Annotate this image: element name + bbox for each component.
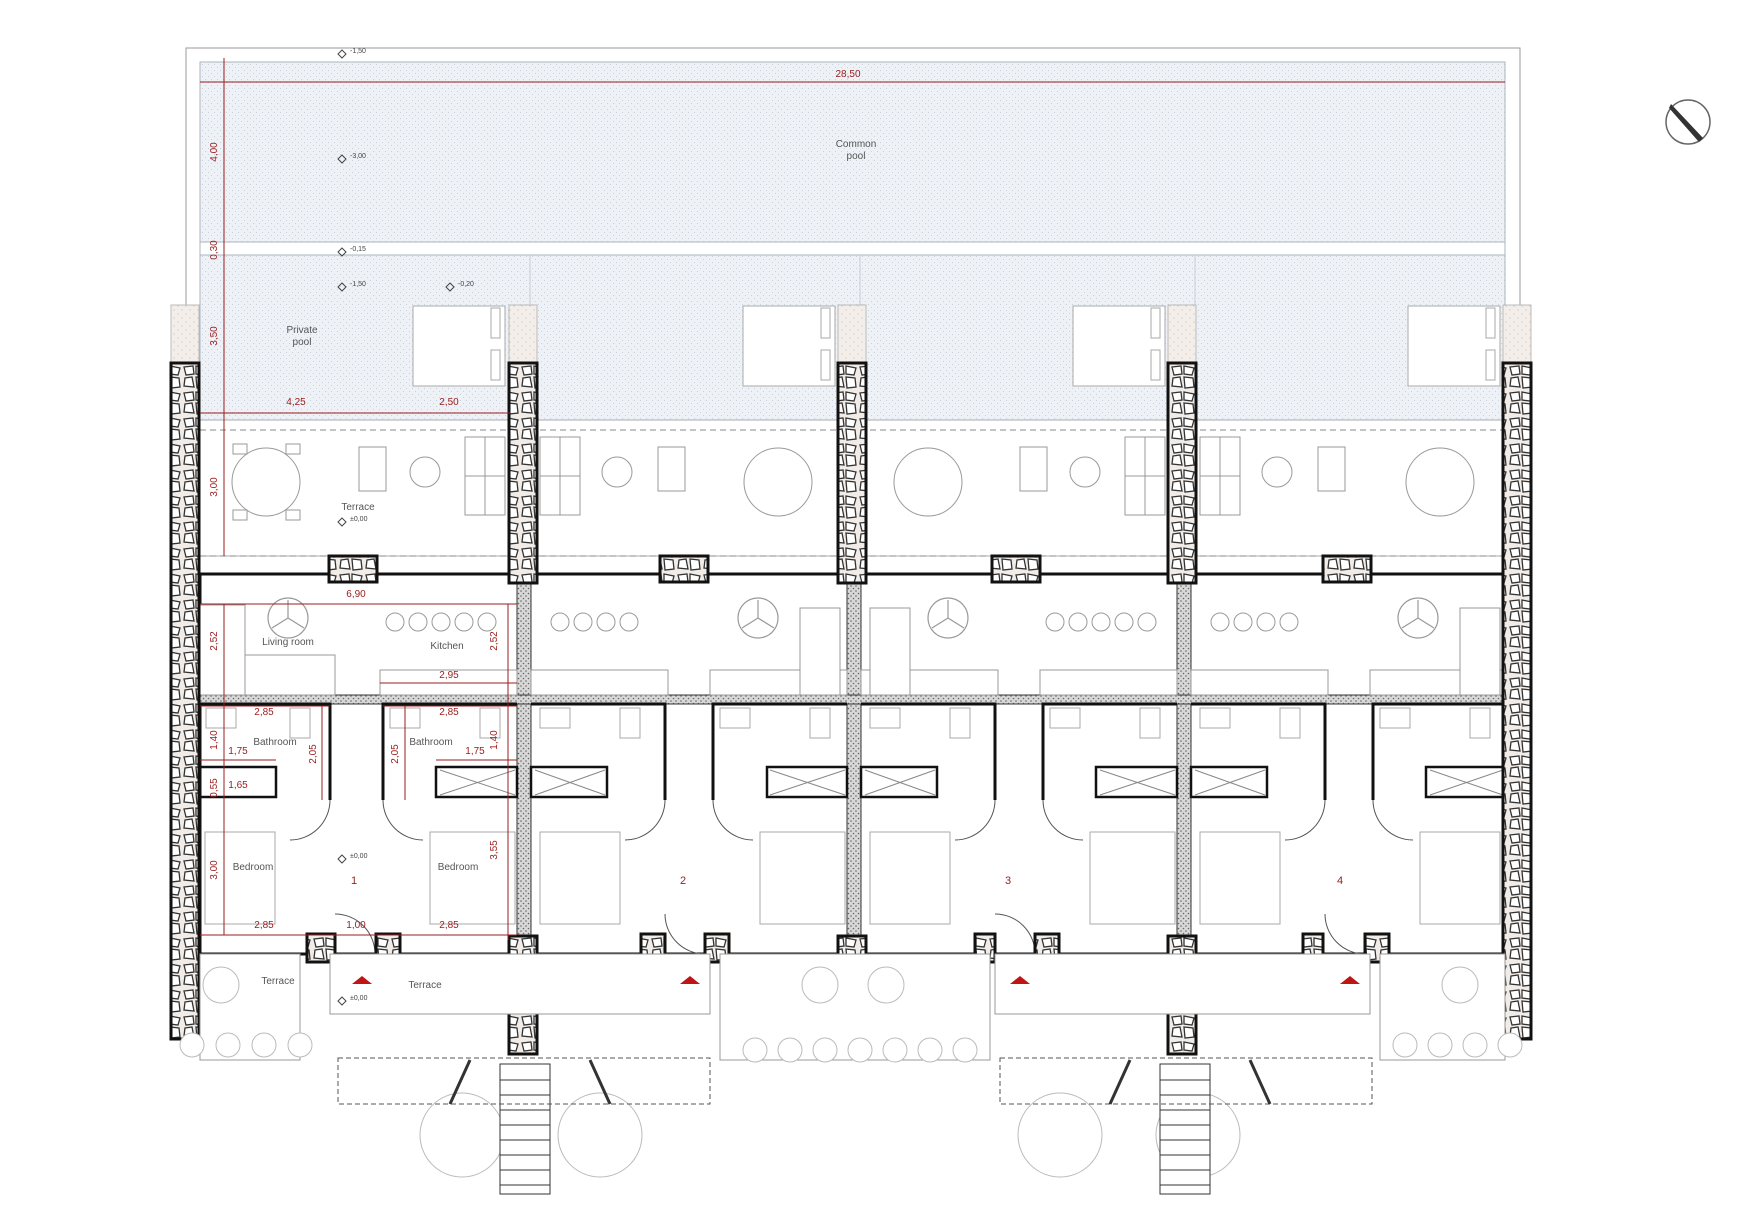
wall-caps — [170, 304, 1532, 364]
level-entrance: ±0,00 — [350, 995, 368, 1002]
beds — [204, 831, 1501, 925]
dim-pool-gap: 0,30 — [209, 240, 220, 260]
pool-divider — [199, 241, 1506, 256]
closets — [439, 769, 1504, 796]
level-pool-edge: -1,50 — [350, 48, 366, 55]
bar-stools — [385, 607, 1501, 696]
level-markers — [337, 49, 455, 1006]
level-private-edge: -0,20 — [458, 281, 474, 288]
bedroom-label-2: Bedroom — [438, 862, 479, 873]
living-room-label: Living room — [262, 637, 314, 648]
common-pool-label-2: pool — [847, 151, 866, 162]
unit-number-4: 4 — [1337, 875, 1343, 887]
level-overflow: -0,15 — [350, 246, 366, 253]
dim-private-width-2: 2,50 — [439, 397, 459, 408]
dim-bedroom-depth-b: 3,55 — [489, 840, 500, 860]
dim-bedroom-depth: 3,00 — [209, 860, 220, 880]
level-terrace: ±0,00 — [350, 516, 368, 523]
dim-bath-height: 2,05 — [308, 744, 319, 764]
terrace-label-bottom-2: Terrace — [408, 980, 442, 991]
dim-bedroom-width-b: 2,85 — [439, 920, 459, 931]
dim-bath-width: 2,85 — [254, 707, 274, 718]
bathroom-label-2: Bathroom — [409, 737, 452, 748]
dim-corridor: 1,00 — [346, 920, 366, 931]
terrace-label-top: Terrace — [341, 502, 375, 513]
dim-living-width: 6,90 — [346, 589, 366, 600]
dim-bedroom-width: 2,85 — [254, 920, 274, 931]
dim-bath-depth: 1,40 — [209, 730, 220, 750]
bedroom-label: Bedroom — [233, 862, 274, 873]
entrance-arrow-icon — [352, 976, 1360, 984]
dim-kitchen-depth: 2,52 — [489, 631, 500, 651]
level-pool-bottom: -3,00 — [350, 153, 366, 160]
common-pool — [199, 61, 1506, 243]
bathroom-fixtures — [205, 707, 1491, 739]
unit-number-2: 2 — [680, 875, 686, 887]
dim-bath-depth-b: 1,40 — [489, 730, 500, 750]
dim-private-width: 4,25 — [286, 397, 306, 408]
dim-kitchen-counter: 2,95 — [439, 670, 459, 681]
dim-bath-height-b: 2,05 — [390, 744, 401, 764]
unit-number-1: 1 — [351, 875, 357, 887]
dim-total-width: 28,50 — [835, 69, 860, 80]
kitchen-label: Kitchen — [430, 641, 463, 652]
terrace-furniture — [231, 436, 1475, 521]
bathroom-label: Bathroom — [253, 737, 296, 748]
common-pool-label: Common — [836, 139, 877, 150]
dim-living-depth: 2,52 — [209, 631, 220, 651]
dim-closet-width: 1,65 — [228, 780, 248, 791]
dim-terrace-depth: 3,00 — [209, 477, 220, 497]
dim-closet-depth: 0,55 — [209, 778, 220, 798]
level-private-bottom: -1,50 — [350, 281, 366, 288]
interior-partitions — [198, 702, 1507, 800]
dim-bath-inner: 1,75 — [228, 746, 248, 757]
level-interior: ±0,00 — [350, 853, 368, 860]
ceiling-fan-icon — [267, 597, 1439, 639]
dim-bath-width-b: 2,85 — [439, 707, 459, 718]
private-pool-label-2: pool — [293, 337, 312, 348]
north-arrow-icon — [1665, 99, 1711, 145]
dim-private-depth: 3,50 — [209, 326, 220, 346]
dimension-lines — [200, 58, 1505, 940]
door-swings — [289, 799, 1414, 955]
private-pool-label: Private — [286, 325, 318, 336]
dim-pool-depth: 4,00 — [209, 142, 220, 162]
entrance-stairs — [337, 1057, 1373, 1195]
dim-bath-inner-b: 1,75 — [465, 746, 485, 757]
sun-loungers — [412, 305, 1501, 387]
party-walls — [199, 573, 1506, 955]
terrace-label-bottom: Terrace — [261, 976, 295, 987]
stone-piers — [305, 554, 1391, 964]
unit-number-3: 3 — [1005, 875, 1011, 887]
